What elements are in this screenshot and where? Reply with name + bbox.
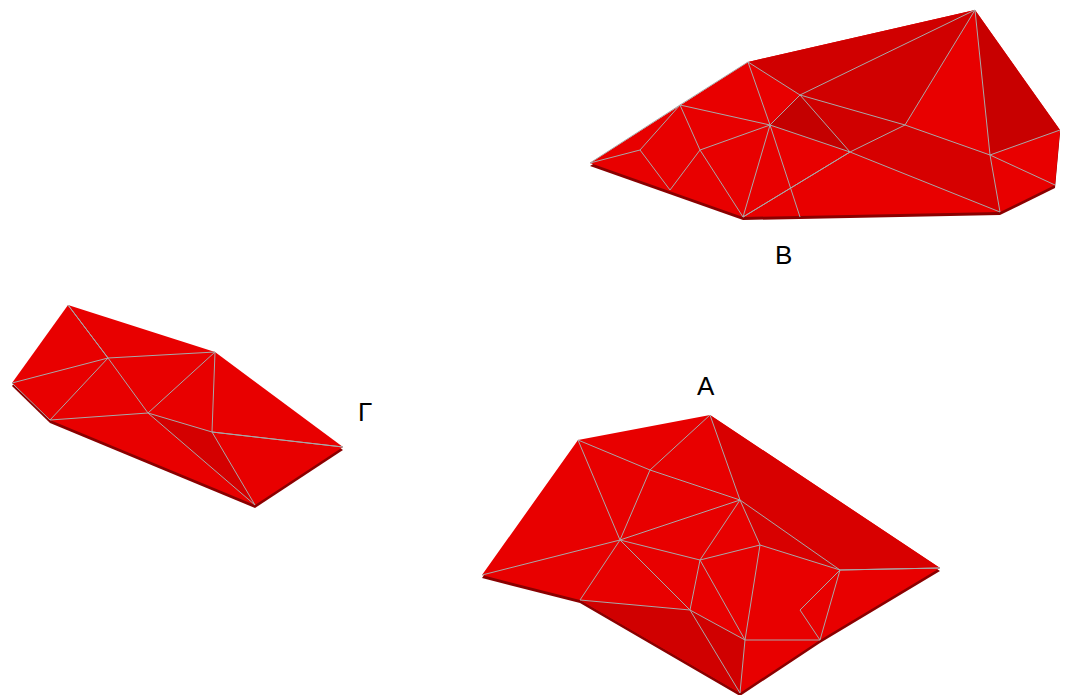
surface-label: Β — [775, 242, 792, 268]
surface-a — [482, 415, 940, 695]
surface-label: Γ — [358, 399, 372, 425]
surface-label: Α — [697, 373, 714, 399]
surface-gamma — [12, 305, 343, 508]
surface-b — [590, 10, 1060, 220]
